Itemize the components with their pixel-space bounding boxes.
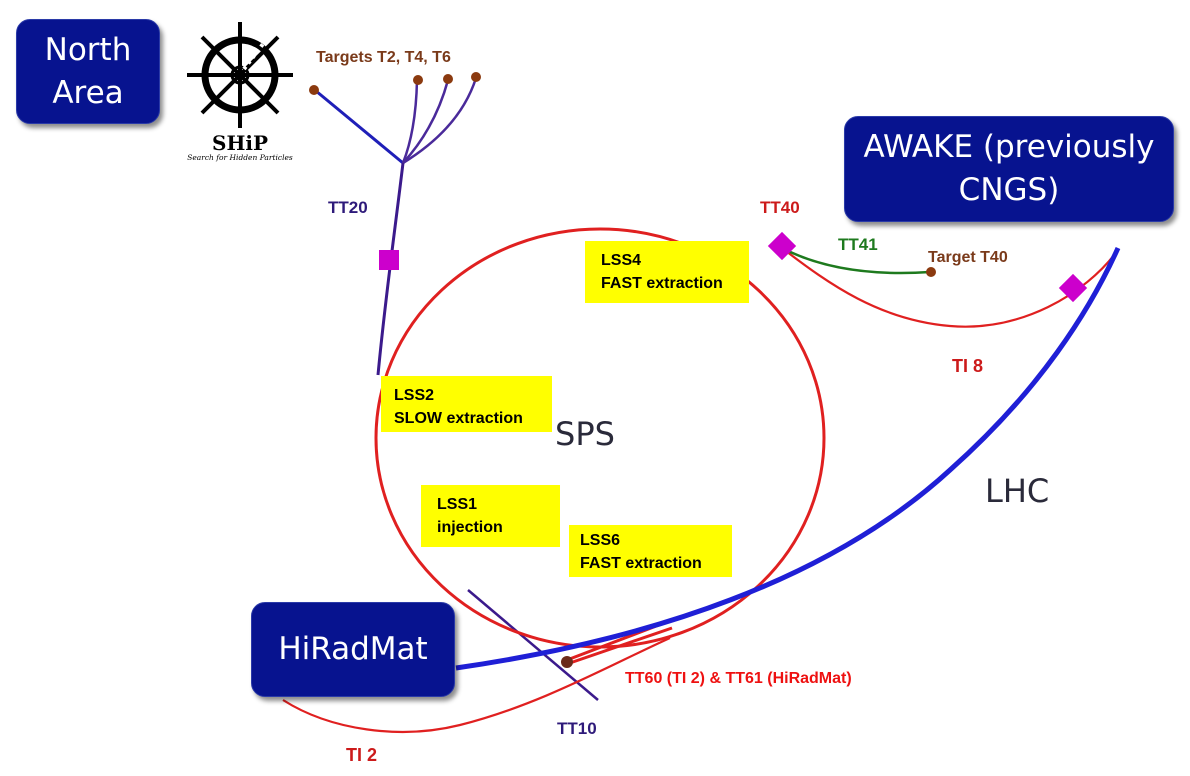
ship-logo-subtitle: Search for Hidden Particles: [187, 153, 293, 162]
north-area-label-line2: Area: [52, 74, 124, 111]
lhc-label: LHC: [985, 472, 1049, 510]
north-branch-t2: [401, 79, 419, 164]
lss1-desc: injection: [437, 519, 503, 536]
lss2-desc: SLOW extraction: [394, 410, 523, 427]
hiradmat-box: HiRadMat: [251, 602, 455, 697]
target-dot: [443, 74, 453, 84]
tt20-label: TT20: [328, 198, 368, 217]
target-dot: [926, 267, 936, 277]
ti2-line: [282, 636, 671, 733]
lss6-desc: FAST extraction: [580, 555, 702, 572]
awake-label-line2: CNGS): [958, 172, 1060, 208]
lss4-name: LSS4: [601, 252, 642, 269]
tt41-line: [781, 246, 931, 275]
north-area-label-line1: North: [44, 31, 132, 68]
ship-logo-name: SHiP: [212, 131, 268, 155]
lhc-line: [455, 246, 1121, 671]
north-branch-t4: [402, 79, 450, 164]
ti8-label: TI 8: [952, 356, 983, 376]
tt61-line: [566, 626, 673, 666]
lss2-name: LSS2: [394, 387, 435, 404]
lss6-box: LSS6 FAST extraction: [569, 525, 732, 577]
ship-logo: SHiP Search for Hidden Particles: [187, 22, 293, 162]
awake-label-line1: AWAKE (previously: [863, 129, 1155, 166]
tt10-label: TT10: [557, 719, 597, 738]
lss4-desc: FAST extraction: [601, 275, 723, 292]
north-branch-t6: [402, 77, 478, 165]
target-dot: [413, 75, 423, 85]
lss2-box: LSS2 SLOW extraction: [381, 376, 552, 432]
target-t40-label: Target T40: [928, 249, 1008, 266]
north-branch-blue: [315, 89, 404, 165]
kicker-marker: [379, 250, 399, 270]
target-dot: [309, 85, 319, 95]
tt60-junction-dot: [561, 656, 573, 668]
kicker-marker: [767, 231, 797, 261]
lss4-box: LSS4 FAST extraction: [585, 241, 749, 303]
hiradmat-label: HiRadMat: [278, 631, 428, 668]
north-area-box: North Area: [16, 19, 160, 124]
sps-label: SPS: [555, 415, 615, 453]
lss1-box: LSS1 injection: [421, 485, 560, 547]
ti2-label: TI 2: [346, 745, 377, 765]
tt60-label: TT60 (TI 2) & TT61 (HiRadMat): [625, 670, 852, 687]
tt41-label: TT41: [838, 235, 878, 254]
target-dot: [471, 72, 481, 82]
kicker-marker: [1058, 273, 1088, 303]
ship-wheel-icon: [187, 22, 293, 128]
tt40-label: TT40: [760, 198, 800, 217]
lss6-name: LSS6: [580, 532, 621, 549]
targets-north-label: Targets T2, T4, T6: [316, 49, 451, 66]
awake-box: AWAKE (previously CNGS): [844, 116, 1174, 222]
lss1-name: LSS1: [437, 496, 478, 513]
north-area-lines: [315, 77, 478, 376]
